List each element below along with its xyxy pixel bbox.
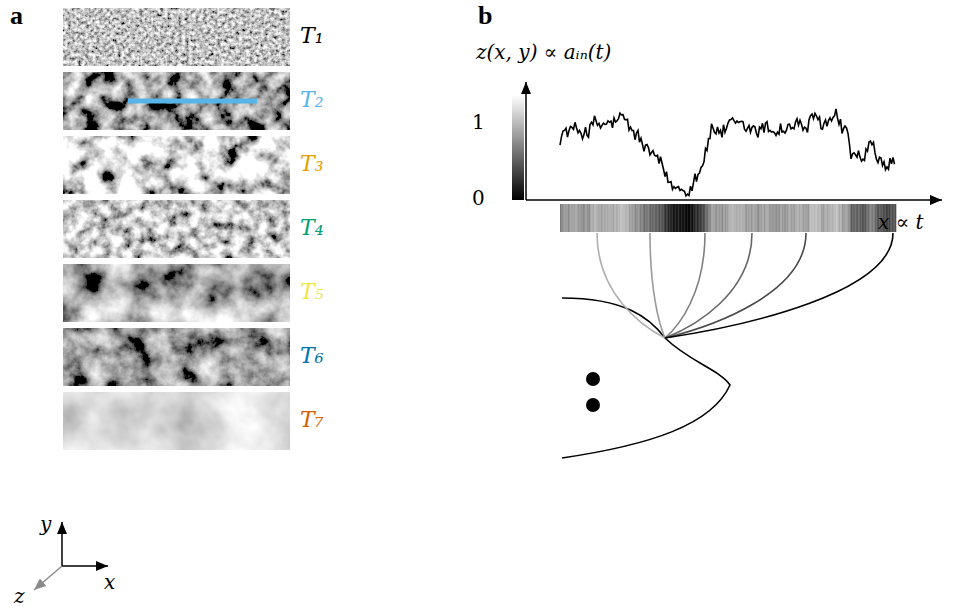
texture-label: T₃	[300, 151, 324, 177]
color-bar	[512, 95, 524, 200]
panel-letter: b	[478, 0, 492, 31]
texture-photo	[63, 200, 290, 258]
axis-arrow	[61, 522, 63, 566]
axis-label: x ∝ t	[878, 210, 924, 234]
axis-arrow	[526, 199, 942, 201]
texture-photo	[63, 264, 290, 322]
axis-arrow	[525, 82, 527, 200]
eye-dot	[586, 372, 600, 386]
texture-stripe	[560, 204, 896, 232]
texture-photo	[63, 136, 290, 194]
texture-photo	[63, 72, 290, 130]
head-outline	[562, 298, 730, 458]
axis-label: z(x, y) ∝ aᵢₙ(t)	[476, 40, 611, 64]
tick-label: 0	[472, 186, 485, 210]
tick-label: 1	[472, 110, 485, 134]
texture-label: T₇	[300, 407, 324, 433]
texture-photo	[63, 392, 290, 450]
texture-label: T₆	[300, 343, 324, 369]
panel-letter: a	[10, 0, 23, 31]
whisker	[665, 233, 893, 338]
signal-trace	[560, 109, 895, 196]
axis-label: x	[104, 570, 115, 594]
axis-arrow	[34, 566, 62, 590]
whisker	[597, 233, 665, 338]
texture-label: T₅	[300, 279, 324, 305]
texture-label: T₂	[300, 87, 324, 113]
whisker	[665, 233, 705, 338]
texture-photo	[63, 8, 290, 66]
texture-photo	[63, 328, 290, 386]
eye-dot	[586, 398, 600, 412]
texture-label: T₁	[300, 23, 324, 49]
scan-line	[128, 99, 257, 104]
whisker	[650, 233, 665, 338]
whisker	[665, 233, 752, 338]
axis-label: y	[40, 512, 51, 536]
axis-arrow	[62, 565, 108, 567]
whisker	[665, 233, 806, 338]
axis-label: z	[14, 584, 25, 608]
texture-label: T₄	[300, 215, 324, 241]
